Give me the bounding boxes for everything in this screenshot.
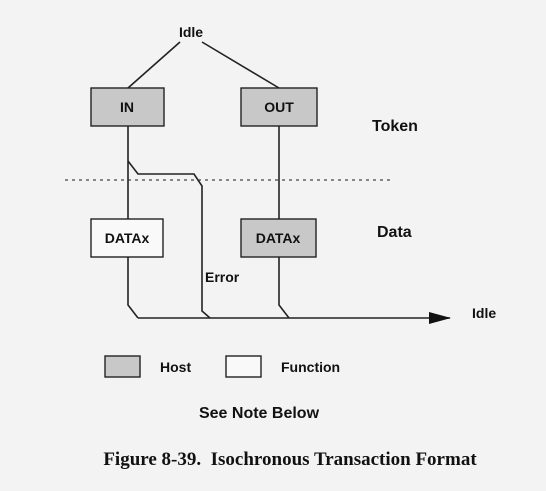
token-in-label: IN: [120, 99, 134, 115]
phase-data-label: Data: [377, 224, 412, 241]
token-out-label: OUT: [264, 99, 294, 115]
phase-token-label: Token: [372, 118, 418, 135]
error-path-line: [127, 160, 211, 319]
legend-host-swatch: [104, 355, 141, 378]
data-out-to-idle-line: [278, 257, 290, 319]
token-out-box: [240, 87, 318, 127]
figure-caption: Figure 8-39. Isochronous Transaction For…: [103, 449, 477, 470]
data-in-box: [90, 218, 164, 258]
legend-host-label: Host: [160, 359, 191, 375]
legend-function-swatch: [225, 355, 262, 378]
token-in-box: [90, 87, 165, 127]
data-out-label: DATAx: [256, 230, 301, 246]
idle-to-out-line: [201, 41, 280, 89]
data-in-label: DATAx: [105, 230, 150, 246]
idle-to-in-line: [127, 41, 181, 89]
legend-function-label: Function: [281, 359, 340, 375]
see-note-text: See Note Below: [199, 405, 320, 422]
error-label: Error: [205, 269, 240, 285]
data-in-to-idle-line: [127, 257, 139, 319]
data-out-box: [240, 218, 317, 258]
end-idle-label: Idle: [472, 305, 496, 321]
top-idle-label: Idle: [179, 24, 203, 40]
